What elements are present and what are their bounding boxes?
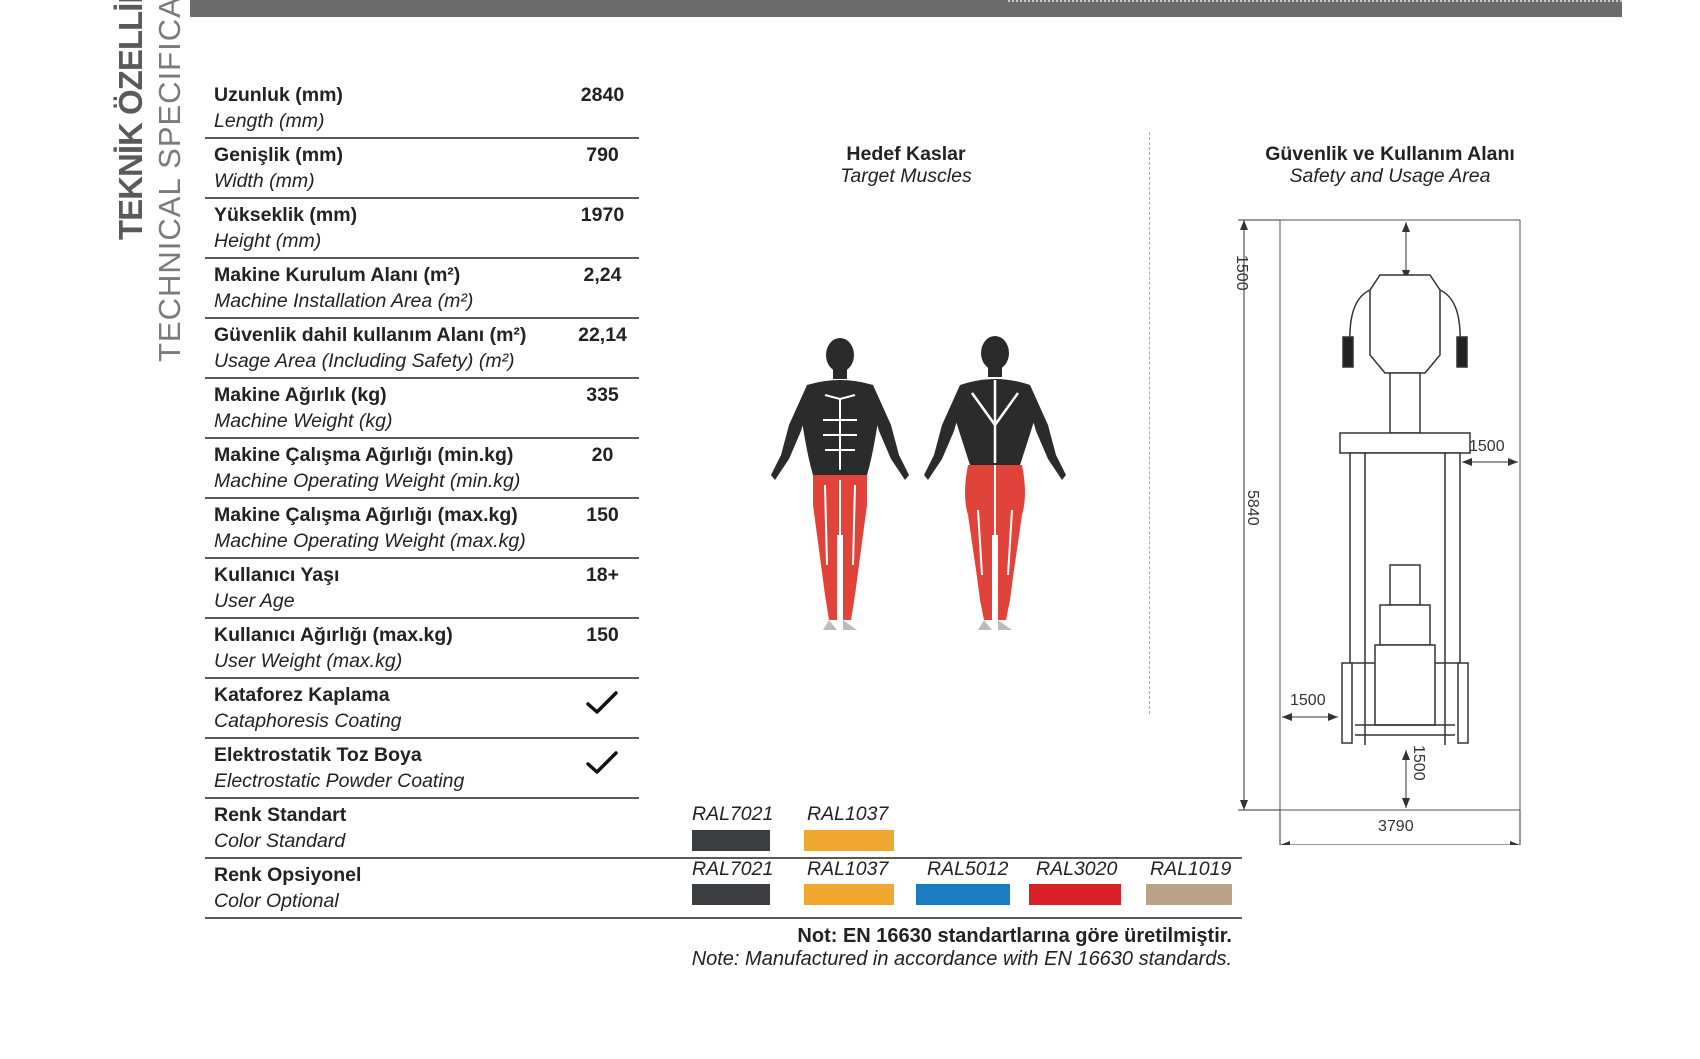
color-optional-row: Renk Opsiyonel Color Optional RAL7021 RA… (205, 858, 1242, 919)
spec-label: Makine Kurulum Alanı (m²) (214, 264, 461, 286)
swatch-color (916, 884, 1010, 905)
safety-plan-drawing (1238, 219, 1521, 845)
spec-label-en: Height (mm) (214, 230, 322, 252)
color-standard-label-en: Color Standard (214, 830, 346, 852)
swatch-color (804, 830, 894, 851)
front-figure (771, 338, 909, 630)
color-standard-row: Renk Standart Color Standard RAL7021 RAL… (205, 800, 1242, 859)
spec-label: Uzunluk (mm) (214, 84, 343, 106)
color-optional-label: Renk Opsiyonel (214, 864, 362, 886)
swatch-label: RAL7021 (692, 803, 774, 825)
spec-value: 20 (591, 444, 614, 466)
spec-value: 790 (586, 144, 619, 166)
spec-row: Kullanıcı Ağırlığı (max.kg) User Weight (… (205, 620, 639, 679)
spec-label: Yükseklik (mm) (214, 204, 358, 226)
header-bar (190, 0, 1622, 17)
note-en: Note: Manufactured in accordance with EN… (691, 948, 1232, 970)
spec-row: Makine Çalışma Ağırlığı (max.kg) Machine … (205, 500, 639, 559)
muscle-figure (771, 336, 1066, 630)
spec-label: Güvenlik dahil kullanım Alanı (m²) (214, 324, 527, 346)
spec-row: Makine Çalışma Ağırlığı (min.kg) Machine … (205, 440, 639, 499)
spec-label: Makine Çalışma Ağırlığı (max.kg) (214, 504, 518, 526)
spec-value: 1970 (580, 204, 625, 226)
spec-label: Kullanıcı Yaşı (214, 564, 340, 586)
target-muscles-title: Hedef Kaslar (846, 143, 966, 165)
spec-label-en: Machine Weight (kg) (214, 410, 393, 432)
spec-label: Genişlik (mm) (214, 144, 343, 166)
swatch-color (804, 884, 894, 905)
vertical-title: TEKNİK ÖZELLİKLER TECHNICAL SPECIFICATIO… (112, 0, 192, 370)
swatch-label: RAL1037 (807, 858, 889, 880)
spec-value: 18+ (585, 564, 620, 586)
spec-value: 150 (586, 504, 619, 526)
title-en: TECHNICAL SPECIFICATIONS (152, 0, 187, 362)
spec-value: 2840 (580, 84, 625, 106)
safety-area-title: Güvenlik ve Kullanım Alanı (1265, 143, 1515, 165)
swatch-label: RAL1037 (807, 803, 889, 825)
spec-label-en: Machine Installation Area (m²) (214, 290, 474, 312)
check-icon (586, 751, 618, 774)
swatch-label: RAL5012 (927, 858, 1009, 880)
swatch-label: RAL3020 (1036, 858, 1118, 880)
title-tr: TEKNİK ÖZELLİKLER (112, 0, 149, 240)
header-dotted-line (1008, 0, 1622, 4)
swatch-color (1146, 884, 1232, 905)
spec-row: Güvenlik dahil kullanım Alanı (m²) Usage … (205, 320, 639, 379)
section-divider (1149, 132, 1150, 714)
spec-row: Genişlik (mm) Width (mm) 790 (205, 140, 639, 199)
safety-area-subtitle: Safety and Usage Area (1289, 165, 1491, 187)
spec-row: Makine Kurulum Alanı (m²) Machine Install… (205, 260, 639, 319)
spec-label-en: Machine Operating Weight (min.kg) (214, 470, 521, 492)
target-muscles-subtitle: Target Muscles (840, 165, 972, 187)
swatch-color (692, 884, 770, 905)
check-icon (586, 691, 618, 714)
swatch-color (692, 830, 770, 851)
spec-value: 150 (586, 624, 619, 646)
spec-label-en: Width (mm) (214, 170, 315, 192)
dim-height: 5840 (1244, 490, 1261, 526)
spec-label-en: Machine Operating Weight (max.kg) (214, 530, 526, 552)
spec-label-en: Length (mm) (214, 110, 325, 132)
swatch-color (1029, 884, 1121, 905)
spec-label-en: Usage Area (Including Safety) (m²) (214, 350, 515, 372)
spec-value: 335 (586, 384, 619, 406)
spec-label: Elektrostatik Toz Boya (214, 744, 422, 766)
note-tr: Not: EN 16630 standartlarına göre üretil… (797, 925, 1232, 947)
color-optional-label-en: Color Optional (214, 890, 339, 912)
color-standard-label: Renk Standart (214, 804, 347, 826)
spec-row: Makine Ağırlık (kg) Machine Weight (kg) 33… (205, 380, 639, 439)
back-figure (924, 336, 1066, 630)
spec-label: Kataforez Kaplama (214, 684, 390, 706)
spec-label-en: Electrostatic Powder Coating (214, 770, 465, 792)
spec-value: 2,24 (583, 264, 622, 286)
spec-label: Makine Ağırlık (kg) (214, 384, 387, 406)
spec-label-en: User Weight (max.kg) (214, 650, 403, 672)
spec-row: Uzunluk (mm) Length (mm) 2840 (205, 80, 639, 139)
spec-row: Yükseklik (mm) Height (mm) 1970 (205, 200, 639, 259)
dim-right: 1500 (1469, 438, 1505, 455)
dim-top: 1500 (1233, 255, 1250, 291)
dim-left: 1500 (1290, 692, 1326, 709)
dim-width: 3790 (1378, 818, 1414, 835)
spec-label: Makine Çalışma Ağırlığı (min.kg) (214, 444, 514, 466)
swatch-label: RAL1019 (1150, 858, 1232, 880)
spec-value: 22,14 (578, 324, 627, 346)
swatch-label: RAL7021 (692, 858, 774, 880)
spec-label: Kullanıcı Ağırlığı (max.kg) (214, 624, 453, 646)
spec-label-en: User Age (214, 590, 295, 612)
dim-bottom: 1500 (1410, 745, 1427, 781)
spec-label-en: Cataphoresis Coating (214, 710, 402, 732)
